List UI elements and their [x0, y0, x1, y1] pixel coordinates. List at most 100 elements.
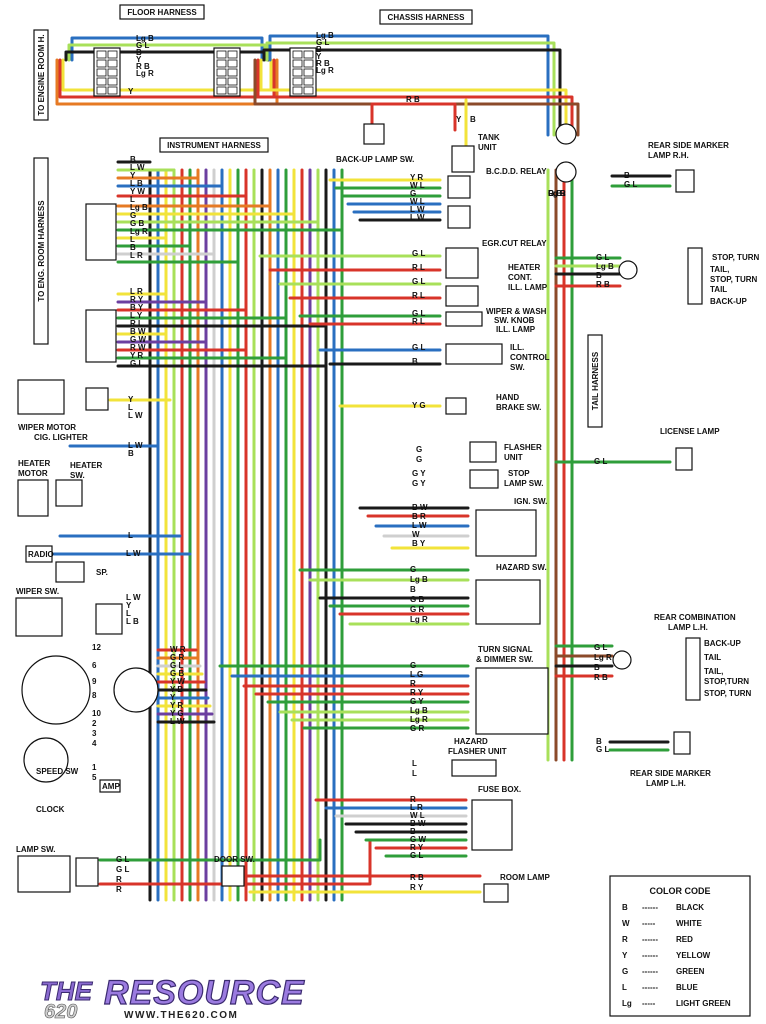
wire-layer	[52, 34, 672, 902]
gauge-wire-label: G B	[170, 669, 184, 678]
instrument-wire-label: Lg B	[130, 203, 148, 212]
color-code-box	[609, 875, 751, 1017]
color-code-dash: ------	[642, 967, 658, 976]
color-code-dash: ------	[642, 903, 658, 912]
instrument-wire-label: L W	[130, 163, 145, 172]
instrument-harness-title: INSTRUMENT HARNESS	[167, 141, 261, 150]
cig-lighter-label: CIG. LIGHTER	[34, 433, 88, 442]
connector-pin	[96, 50, 107, 59]
hazard-label: G B	[410, 595, 424, 604]
gauge-pin-number: 6	[92, 661, 97, 670]
second-connector-label: R L	[130, 319, 143, 328]
chassis-vertical-label: Lg R	[548, 189, 566, 198]
wiper-sw-label: L B	[126, 617, 139, 626]
heater-cont-label: G L	[412, 249, 425, 258]
relay-wire-label: L W	[410, 213, 425, 222]
connector-pin	[303, 50, 314, 59]
gauge-dial	[113, 667, 159, 713]
color-code-name: RED	[676, 935, 693, 944]
connector-pin	[227, 77, 238, 86]
instrument-wire-label: B	[130, 155, 136, 164]
to-eng-room-harness-label: TO ENG. ROOM HARNESS	[37, 200, 46, 302]
rear-lh-marker-label: G L	[596, 745, 609, 754]
license-lamp	[675, 447, 693, 471]
color-code-dash: ------	[642, 935, 658, 944]
gauge-pin-number: 10	[92, 709, 101, 718]
connector-pin	[227, 59, 238, 68]
heater-cont-label: R L	[412, 291, 425, 300]
rear-comb-lh-label-2: LAMP L.H.	[668, 623, 708, 632]
floor-wire-label: R B	[136, 62, 150, 71]
color-code-dash: ------	[642, 983, 658, 992]
wiper-wash-label-1: WIPER & WASH	[486, 307, 547, 316]
heater-sw-label-1: HEATER	[70, 461, 103, 470]
rear-lh-label: G L	[594, 643, 607, 652]
tank-wire-label: B	[470, 115, 476, 124]
radio-wire-label: L W	[126, 549, 141, 558]
clock-label: CLOCK	[36, 805, 65, 814]
to-engine-room-label: TO ENGINE ROOM H.	[37, 34, 46, 115]
fuse-label: G L	[410, 851, 423, 860]
wiper-wash-label-3: ILL. LAMP	[496, 325, 536, 334]
second-connector-label: Y R	[130, 351, 143, 360]
hazard-label: G R	[410, 605, 424, 614]
ill-control-label: B	[412, 357, 418, 366]
color-code-dash: -----	[642, 919, 656, 928]
instrument-wire-label: G B	[130, 219, 144, 228]
rear-lh-label: R B	[594, 673, 608, 682]
second-connector	[85, 309, 117, 363]
wiper-knob-label: G L	[412, 309, 425, 318]
instrument-wire-label: L	[130, 235, 135, 244]
wiper-sw-label: L	[126, 609, 131, 618]
floor-harness-wire	[61, 58, 273, 92]
floor-harness-title-box	[119, 4, 205, 20]
instrument-wire-label: Lg R	[130, 227, 148, 236]
floor-wire-label: Y	[136, 55, 142, 64]
sp-label: SP.	[96, 568, 108, 577]
color-code-legend: COLOR CODE B------BLACKW-----WHITER-----…	[609, 875, 751, 1017]
instrument-wire-label: L R	[130, 251, 143, 260]
ign-label: W	[412, 530, 420, 539]
instrument-wire-label: L	[130, 195, 135, 204]
chassis-harness-title: CHASSIS HARNESS	[388, 13, 466, 22]
lamp-sw-label: LAMP SW.	[16, 845, 55, 854]
chassis-vertical-label: Lg B	[548, 189, 566, 198]
room-label: R Y	[410, 883, 424, 892]
chassis-harness-wire	[268, 34, 550, 137]
gauge-wire-label: Y B	[170, 685, 183, 694]
connector-pin	[227, 68, 238, 77]
connector-pin	[107, 77, 118, 86]
turn-label: R	[410, 679, 416, 688]
fuse-label: L R	[410, 803, 423, 812]
floor-wire-label: Y	[128, 87, 134, 96]
hand-brake-label: Y G	[412, 401, 426, 410]
chassis-rb-label: R B	[406, 95, 420, 104]
connector-pin	[292, 77, 303, 86]
door-switch	[221, 865, 245, 887]
gauge-wire-label: Y W	[170, 677, 185, 686]
rear-rh-function-1: STOP, TURN	[712, 253, 759, 262]
gauge-wire-label: G L	[170, 661, 183, 670]
logo-the: THE	[40, 976, 93, 1006]
back-up-lamp-switch	[363, 123, 385, 145]
tank-wire-label: Y	[456, 115, 462, 124]
gauge-wire-label: Y G	[170, 709, 184, 718]
connector-pin	[107, 86, 118, 95]
color-code-abbrev: W	[622, 919, 630, 928]
fuse-label: R Y	[410, 843, 424, 852]
components-layer	[15, 47, 703, 903]
lamp-switch	[17, 855, 71, 893]
hazard-label: B	[410, 585, 416, 594]
chassis-vertical-label: G L	[548, 189, 561, 198]
heater-cont-label: G L	[412, 277, 425, 286]
floor-harness-wire	[55, 58, 279, 106]
stop-lamp-label-1: STOP	[508, 469, 530, 478]
flasher-label: G	[416, 445, 422, 454]
rear-rh-marker-label: G L	[624, 180, 637, 189]
gauge-pin-number: 2	[92, 719, 97, 728]
instrument-connector	[85, 203, 117, 261]
floor-wire-label: Lg B	[136, 34, 154, 43]
wiper-sw-label: L W	[126, 593, 141, 602]
wiper-motor-label: WIPER MOTOR	[18, 423, 76, 432]
hazard-switch	[475, 579, 541, 625]
